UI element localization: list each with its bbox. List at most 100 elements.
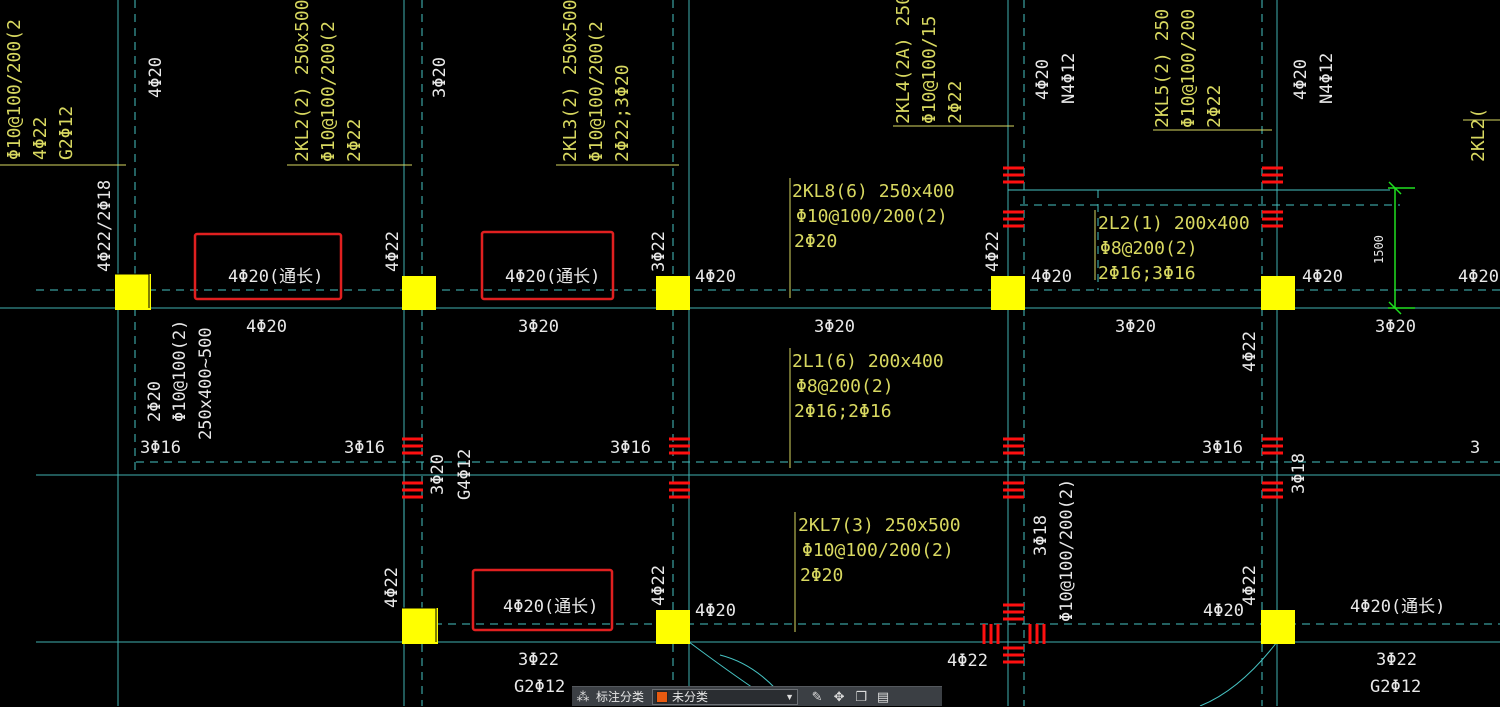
annotation-text: 4Φ22 xyxy=(1240,565,1260,606)
beam-annotation: 2Φ22 xyxy=(945,81,966,124)
stirrup-mark xyxy=(1003,210,1024,228)
highlight-box xyxy=(480,230,615,301)
annotation-text: G4Φ12 xyxy=(455,449,475,500)
annotation-text: 3Φ22 xyxy=(1376,650,1417,670)
dimension-1500 xyxy=(1388,181,1415,315)
highlight-box xyxy=(193,232,343,301)
annotation-text: 4Φ20 xyxy=(695,267,736,287)
annotation-text: 4Φ22 xyxy=(983,231,1003,272)
beam-annotation: Φ10@100/200(2) xyxy=(802,540,954,561)
stirrup-mark xyxy=(402,437,423,455)
beam-annotation: Φ10@100/200(2) xyxy=(796,206,948,227)
column xyxy=(1261,610,1295,644)
beam-annotation: 2Φ22 xyxy=(1204,85,1225,128)
annotation-text: 4Φ22 xyxy=(1240,331,1260,372)
annotation-text: 3Φ22 xyxy=(518,650,559,670)
stirrup-mark xyxy=(402,481,423,499)
column xyxy=(656,276,690,310)
beam-annotation: 2Φ22 xyxy=(344,119,365,162)
copy-icon[interactable]: ❐ xyxy=(855,688,867,704)
annotation-text: 4Φ20 xyxy=(1033,59,1053,100)
annotation-text: 3Φ20 xyxy=(814,317,855,337)
annotation-text: 4Φ20(通长) xyxy=(228,267,323,287)
annotation-text: 3Φ20 xyxy=(518,317,559,337)
annotation-text: 2Φ20 xyxy=(145,381,165,422)
annotation-text: 3Φ20 xyxy=(430,57,450,98)
stirrup-mark xyxy=(1262,210,1283,228)
annotation-text: Φ10@100(2) xyxy=(170,320,190,422)
stirrup-mark xyxy=(1003,166,1024,184)
annotation-text: 4Φ22/2Φ18 xyxy=(95,180,115,272)
annotation-text: 4Φ20 xyxy=(146,57,166,98)
move-icon[interactable]: ✥ xyxy=(833,688,845,704)
beam-annotation: 2KL8(6) 250x400 xyxy=(792,181,955,202)
paste-icon[interactable]: ▤ xyxy=(876,688,890,704)
category-select[interactable]: 未分类 ▼ xyxy=(652,688,799,705)
leader-lines xyxy=(0,119,1500,632)
stirrup-mark xyxy=(982,624,1000,644)
stirrup-mark xyxy=(1028,624,1046,644)
stirrup-marks xyxy=(402,166,1283,664)
annotation-text: 4Φ20 xyxy=(1031,267,1072,287)
beam-annotation: 2KL2(2) 250x500 xyxy=(292,0,313,162)
stirrup-mark xyxy=(1262,166,1283,184)
beam-annotation: 2KL7(3) 250x500 xyxy=(798,515,961,536)
beam-annotation: 2Φ22;3Φ20 xyxy=(612,64,633,162)
beam-annotation: 2KL4(2A) 250 xyxy=(893,0,914,124)
column xyxy=(115,274,151,310)
beam-annotation: 2Φ16;3Φ16 xyxy=(1098,263,1196,284)
annotation-toolbar: ⁂ 标注分类 未分类 ▼ ✎ ✥ ❐ ▤ xyxy=(572,686,942,706)
annotation-text: 4Φ20(通长) xyxy=(503,597,598,617)
stirrup-mark xyxy=(669,481,690,499)
annotation-text: 4Φ20 xyxy=(246,317,287,337)
annotation-text: 3Φ22 xyxy=(649,231,669,272)
annotation-text: N4Φ12 xyxy=(1317,53,1337,104)
annotation-text: 4Φ20(通长) xyxy=(1350,597,1445,617)
annotation-text: 4Φ20 xyxy=(1203,601,1244,621)
beam-annotation: 2KL5(2) 250 xyxy=(1152,9,1173,128)
annotation-text: 3Φ20 xyxy=(1115,317,1156,337)
beam-annotation: 2L1(6) 200x400 xyxy=(792,351,944,372)
annotation-text: 3Φ20 xyxy=(428,454,448,495)
highlight-box xyxy=(471,568,614,632)
beam-annotation: 2KL2( xyxy=(1468,108,1489,162)
annotation-text: 4Φ20 xyxy=(1291,59,1311,100)
color-swatch xyxy=(656,690,669,703)
column xyxy=(402,276,436,310)
stirrup-mark xyxy=(1262,437,1283,455)
highlight-boxes xyxy=(193,230,615,632)
beam-annotation: 4Φ22 xyxy=(30,117,51,160)
annotation-text: 3Φ16 xyxy=(610,438,651,458)
category-select-value: 未分类 xyxy=(672,690,709,704)
grid-icon[interactable]: ⁂ xyxy=(576,688,590,704)
beam-annotation: Φ8@200(2) xyxy=(796,376,894,397)
column xyxy=(656,610,690,644)
beam-dashed-lines xyxy=(36,0,1500,706)
annotation-text: 4Φ20(通长) xyxy=(505,267,600,287)
annotation-text: 4Φ20 xyxy=(695,601,736,621)
chevron-down-icon: ▼ xyxy=(785,691,795,702)
annotation-text: 4Φ20 xyxy=(1458,267,1499,287)
annotation-text: 4Φ22 xyxy=(383,231,403,272)
beam-annotation: 2KL3(2) 250x500 xyxy=(560,0,581,162)
stirrup-mark xyxy=(1262,481,1283,499)
columns xyxy=(115,274,1295,644)
beam-annotation: Φ10@100/200(2 xyxy=(586,21,607,162)
annotation-text: N4Φ12 xyxy=(1059,53,1079,104)
beam-annotation: Φ10@100/200(2 xyxy=(318,21,339,162)
annotation-text: 3Φ16 xyxy=(1202,438,1243,458)
annotation-text: 4Φ22 xyxy=(947,651,988,671)
dimension-text: 1500 xyxy=(1372,235,1386,264)
toolbar-label: 标注分类 xyxy=(596,690,645,704)
beam-annotation: Φ8@200(2) xyxy=(1100,238,1198,259)
annotation-text: G2Φ12 xyxy=(514,677,565,697)
annotation-text: 4Φ22 xyxy=(649,565,669,606)
annotation-text: 4Φ22 xyxy=(382,567,402,608)
stirrup-mark xyxy=(1003,646,1024,664)
stirrup-mark xyxy=(669,437,690,455)
beam-annotation: 2Φ20 xyxy=(800,565,843,586)
edit-icon[interactable]: ✎ xyxy=(811,688,823,704)
annotation-text: 250x400~500 xyxy=(196,327,216,440)
